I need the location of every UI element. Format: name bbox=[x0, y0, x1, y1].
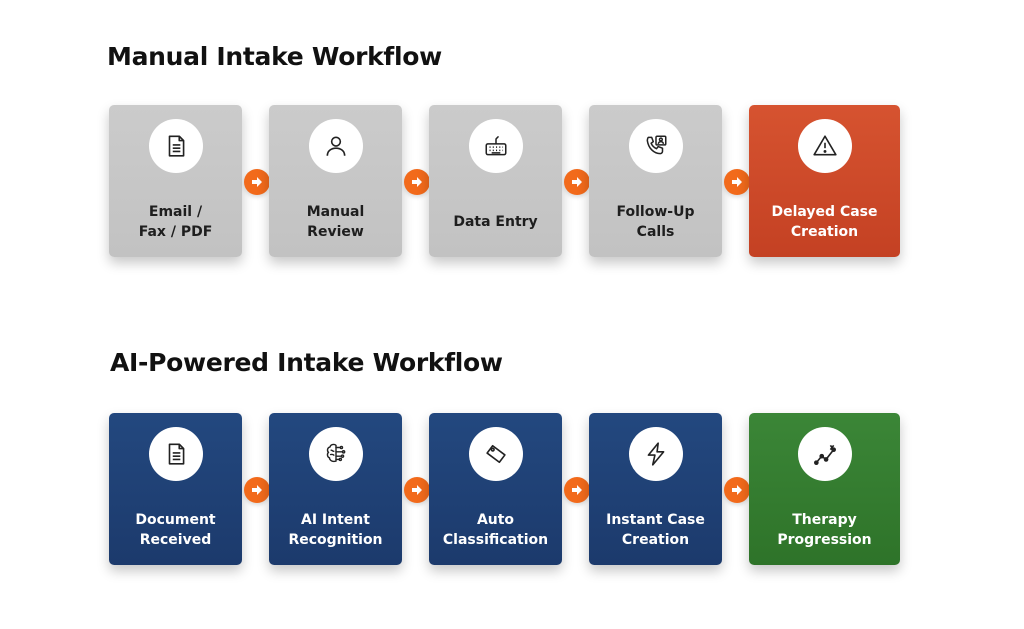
ai-workflow-title: AI-Powered Intake Workflow bbox=[110, 348, 503, 377]
step-label: Document Received bbox=[135, 512, 216, 548]
ai-step-therapy-progression: Therapy Progression bbox=[749, 413, 900, 565]
document-icon bbox=[148, 427, 203, 481]
step-label: Auto Classification bbox=[442, 512, 549, 548]
ai-step-instant-case-creation: Instant Case Creation bbox=[589, 413, 722, 565]
step-label: Follow-Up Calls bbox=[616, 204, 695, 240]
step-label: Email / Fax / PDF bbox=[138, 204, 213, 240]
manual-step-data-entry: Data Entry bbox=[429, 105, 562, 257]
phone-contact-icon bbox=[628, 119, 683, 173]
manual-step-delayed-case-creation: Delayed Case Creation bbox=[749, 105, 900, 257]
ai-step-document-received: Document Received bbox=[109, 413, 242, 565]
flow-arrow-icon bbox=[404, 169, 430, 195]
step-label: Data Entry bbox=[453, 214, 538, 230]
step-label: Delayed Case Creation bbox=[771, 204, 878, 240]
ai-step-auto-classification: Auto Classification bbox=[429, 413, 562, 565]
flow-arrow-icon bbox=[564, 169, 590, 195]
step-label: Instant Case Creation bbox=[606, 512, 705, 548]
ai-step-ai-intent-recognition: AI Intent Recognition bbox=[269, 413, 402, 565]
step-label: AI Intent Recognition bbox=[288, 512, 383, 548]
manual-step-follow-up-calls: Follow-Up Calls bbox=[589, 105, 722, 257]
warning-icon bbox=[797, 119, 852, 173]
person-icon bbox=[308, 119, 363, 173]
keyboard-icon bbox=[468, 119, 523, 173]
flow-arrow-icon bbox=[564, 477, 590, 503]
document-icon bbox=[148, 119, 203, 173]
flow-arrow-icon bbox=[724, 477, 750, 503]
manual-workflow-row: Email / Fax / PDF Manual Review Data Ent… bbox=[0, 105, 1024, 257]
step-label: Manual Review bbox=[306, 204, 365, 240]
flow-arrow-icon bbox=[244, 169, 270, 195]
ai-brain-icon bbox=[308, 427, 363, 481]
ai-workflow-row: Document Received AI Intent Recognition … bbox=[0, 413, 1024, 565]
step-label: Therapy Progression bbox=[777, 512, 872, 548]
manual-workflow-title: Manual Intake Workflow bbox=[107, 42, 442, 71]
tag-icon bbox=[468, 427, 523, 481]
lightning-icon bbox=[628, 427, 683, 481]
manual-step-email-fax-pdf: Email / Fax / PDF bbox=[109, 105, 242, 257]
manual-step-manual-review: Manual Review bbox=[269, 105, 402, 257]
flow-arrow-icon bbox=[724, 169, 750, 195]
progression-icon bbox=[797, 427, 852, 481]
flow-arrow-icon bbox=[244, 477, 270, 503]
flow-arrow-icon bbox=[404, 477, 430, 503]
